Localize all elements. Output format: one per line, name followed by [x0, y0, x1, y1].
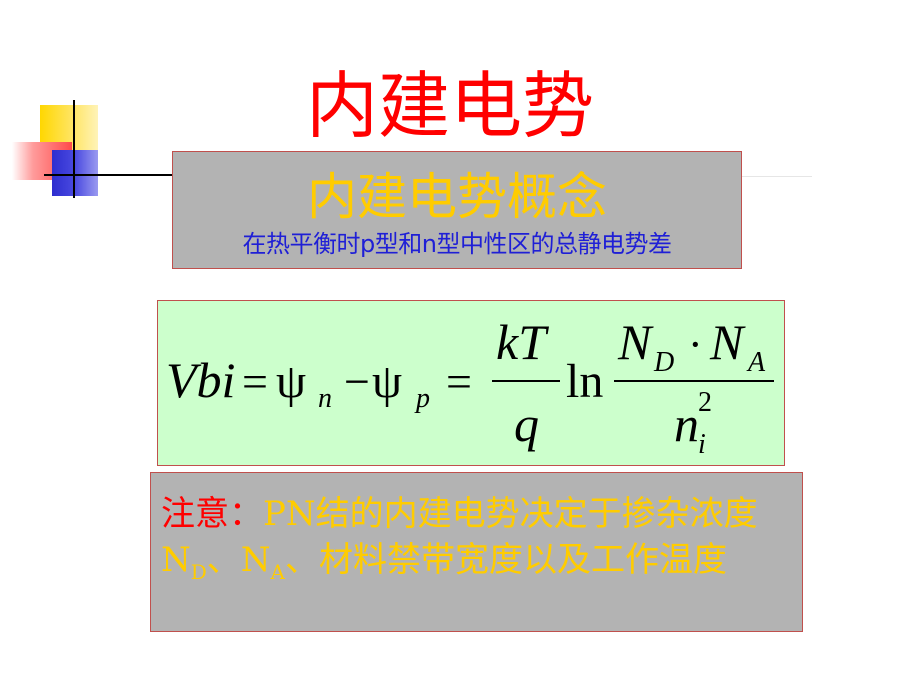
concept-box: 内建电势概念 在热平衡时p型和n型中性区的总静电势差: [172, 151, 742, 269]
formula-ni-sub: i: [698, 429, 706, 460]
note-label: 注意：: [161, 494, 263, 534]
formula-psi-n: ψ: [276, 355, 306, 408]
decor-horizontal-line: [44, 174, 180, 176]
concept-heading: 内建电势概念: [307, 168, 607, 226]
formula-nd: N: [617, 314, 654, 370]
formula-na-sub: A: [746, 347, 766, 378]
formula-ln: ln: [566, 355, 603, 408]
formula-sub-n: n: [318, 383, 332, 414]
decor-blue-square: [52, 150, 98, 196]
note-subscript-a: A: [270, 559, 285, 584]
slide-title: 内建电势: [305, 64, 594, 148]
formula-box: Vbi = ψ n − ψ p = kT q ln N D · N A n i …: [157, 300, 785, 466]
formula-ni: n: [674, 396, 699, 452]
decor-faint-line: [742, 176, 812, 177]
concept-definition: 在热平衡时p型和n型中性区的总静电势差: [242, 230, 672, 258]
formula-lhs: Vbi: [166, 352, 235, 408]
note-text-3: 、材料禁带宽度以及工作温度: [285, 540, 727, 580]
note-text-2: 、N: [206, 540, 271, 580]
formula-psi-p: ψ: [372, 355, 402, 408]
formula-dot: ·: [688, 320, 703, 369]
formula-minus: −: [344, 356, 370, 407]
note-box: 注意：PN结的内建电势决定于掺杂浓度ND、NA、材料禁带宽度以及工作温度: [150, 472, 803, 632]
formula-na: N: [709, 314, 746, 370]
decor-vertical-line: [73, 100, 75, 198]
formula-svg: Vbi = ψ n − ψ p = kT q ln N D · N A n i …: [166, 314, 774, 460]
formula-ni-sup: 2: [698, 387, 712, 418]
formula-nd-sub: D: [653, 347, 674, 378]
formula-equals-2: =: [446, 356, 472, 407]
note-text-1: PN结的内建电势决定于掺杂浓度N: [161, 494, 758, 580]
formula-sub-p: p: [414, 383, 430, 414]
formula-kt: kT: [496, 314, 549, 370]
formula-q: q: [514, 396, 539, 452]
formula-equals-1: =: [242, 356, 268, 407]
note-subscript-d: D: [190, 559, 207, 584]
